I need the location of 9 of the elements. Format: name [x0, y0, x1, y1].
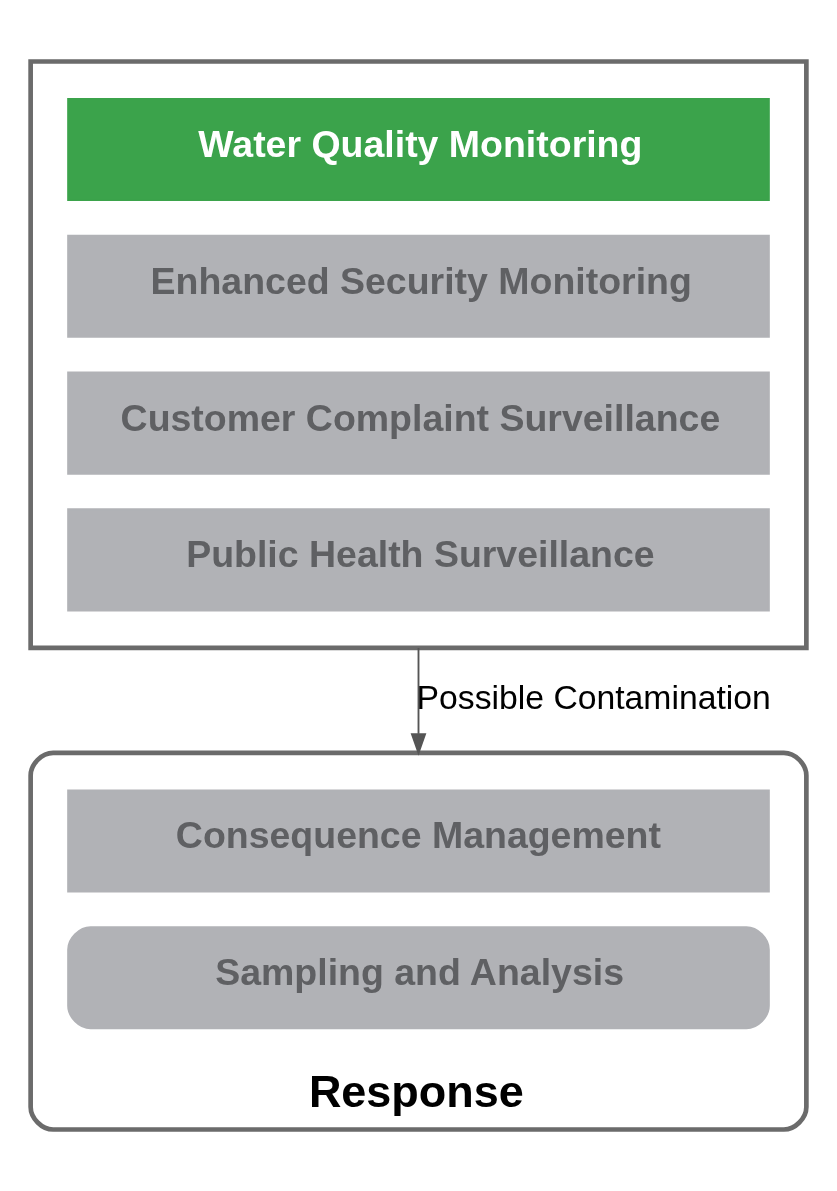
node-box: Water Quality Monitoring — [67, 98, 770, 202]
node-box: Consequence Management — [67, 789, 770, 893]
cluster — [28, 59, 809, 651]
arrow — [410, 647, 427, 756]
node-box: Sampling and Analysis — [67, 926, 770, 1030]
edge-label: Possible Contamination — [416, 677, 771, 716]
node-box: Public Health Surveillance — [67, 508, 770, 612]
node-box: Customer Complaint Surveillance — [67, 371, 770, 475]
node-box: Enhanced Security Monitoring — [67, 234, 770, 338]
